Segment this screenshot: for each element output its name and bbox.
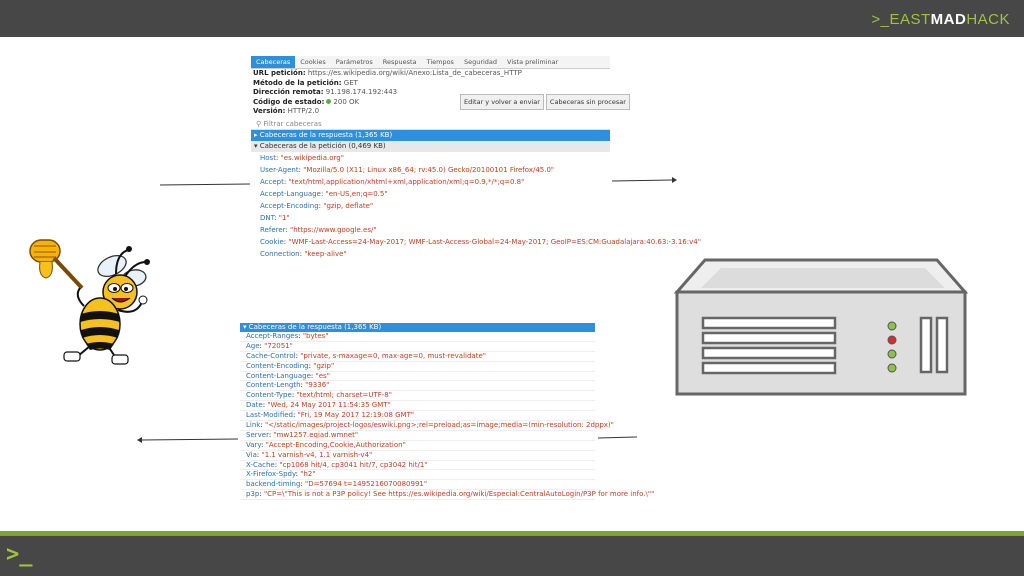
arrow-to-server	[611, 177, 677, 183]
raw-headers-button[interactable]: Cabeceras sin procesar	[545, 94, 630, 110]
header-row: Cookie: "WMF-Last-Access=24-May-2017; WM…	[260, 237, 701, 246]
response-header-row: Server: "mw1257.eqiad.wmnet"	[240, 431, 595, 441]
summary-method: Método de la petición: GET	[253, 78, 358, 87]
arrow-line-left-top	[159, 183, 251, 186]
tab-parametros[interactable]: Parámetros	[335, 58, 373, 66]
summary-version: Versión: HTTP/2.0	[253, 107, 320, 115]
footer-accent-line	[0, 531, 1024, 536]
response-header-row: Content-Encoding: "gzip"	[240, 362, 595, 372]
header-row: Host: "es.wikipedia.org"	[260, 153, 344, 162]
tab-cookies[interactable]: Cookies	[300, 58, 326, 66]
top-bar: >_EASTMADHACK	[0, 0, 1024, 37]
response-header-row: Age: "72051"	[240, 342, 595, 352]
request-headers-section[interactable]: ▾ Cabeceras de la petición (0,469 KB)	[251, 140, 610, 152]
response-header-row: X-Firefox-Spdy: "h2"	[240, 470, 595, 481]
edit-resend-button[interactable]: Editar y volver a enviar	[460, 94, 544, 110]
response-header-row: Via: "1.1 varnish-v4, 1.1 varnish-v4"	[240, 451, 595, 461]
eastmadhack-logo: >_EASTMADHACK	[871, 11, 1010, 28]
filter-headers-input[interactable]: ⚲ Filtrar cabeceras	[251, 119, 610, 130]
response-header-row: Link: "</static/images/project-logos/esw…	[240, 421, 614, 431]
response-header-row: Date: "Wed, 24 May 2017 11:54:35 GMT"	[240, 401, 595, 412]
response-section-header[interactable]: ▾ Cabeceras de la respuesta (1,365 KB)	[240, 323, 595, 332]
status-ok-icon	[326, 99, 332, 104]
header-row: Referer: "https://www.google.es/"	[260, 225, 377, 234]
response-header-row: Last-Modified: "Fri, 19 May 2017 12:19:0…	[240, 411, 595, 422]
header-row: User-Agent: "Mozilla/5.0 (X11; Linux x86…	[260, 165, 555, 174]
response-header-row: Vary: "Accept-Encoding,Cookie,Authorizat…	[240, 441, 595, 451]
response-header-row: X-Cache: "cp1068 hit/4, cp3041 hit/7, cp…	[240, 461, 595, 471]
tab-tiempos[interactable]: Tiempos	[426, 58, 454, 66]
bottom-bar: >_	[0, 536, 1024, 576]
header-row: Accept: "text/html,application/xhtml+xml…	[260, 177, 525, 186]
summary-status: Código de estado:200 OK	[253, 97, 360, 106]
summary-remote-address: Dirección remota: 91.198.174.192:443	[253, 88, 398, 96]
arrow-line-server-return	[597, 436, 638, 439]
terminal-prompt-icon: >_	[6, 542, 33, 567]
header-row: Accept-Language: "en-US,en;q=0.5"	[260, 189, 388, 198]
bee-client-icon	[29, 239, 150, 365]
response-headers-panel: ▾ Cabeceras de la respuesta (1,365 KB) A…	[240, 323, 654, 501]
header-row: Accept-Encoding: "gzip, deflate"	[260, 201, 374, 210]
summary-url: URL petición: https://es.wikipedia.org/w…	[253, 69, 522, 77]
request-headers-panel: Cabeceras Cookies Parámetros Respuesta T…	[251, 56, 701, 269]
response-header-row: backend-timing: "D=57694 t=1495216070080…	[240, 480, 595, 491]
response-header-row: Cache-Control: "private, s-maxage=0, max…	[240, 352, 595, 362]
response-header-row: Content-Language: "es"	[240, 372, 595, 382]
response-headers-section[interactable]: ▸ Cabeceras de la respuesta (1,365 KB)	[251, 129, 610, 141]
server-icon	[673, 258, 969, 396]
tab-seguridad[interactable]: Seguridad	[463, 58, 498, 66]
tab-vista-preliminar[interactable]: Vista preliminar	[507, 58, 559, 66]
inspector-tabs: Cabeceras Cookies Parámetros Respuesta T…	[251, 56, 610, 69]
response-header-row: Content-Length: "9336"	[240, 381, 595, 392]
arrow-to-client	[137, 437, 239, 443]
tab-respuesta[interactable]: Respuesta	[382, 58, 417, 66]
tab-cabeceras[interactable]: Cabeceras	[251, 56, 296, 68]
response-header-row: Content-Type: "text/html; charset=UTF-8"	[240, 391, 595, 402]
header-row: DNT: "1"	[260, 213, 290, 222]
response-header-row: p3p: "CP=\"This is not a P3P policy! See…	[240, 490, 654, 501]
header-row: Connection: "keep-alive"	[260, 249, 347, 258]
response-header-row: Accept-Ranges: "bytes"	[240, 332, 595, 342]
